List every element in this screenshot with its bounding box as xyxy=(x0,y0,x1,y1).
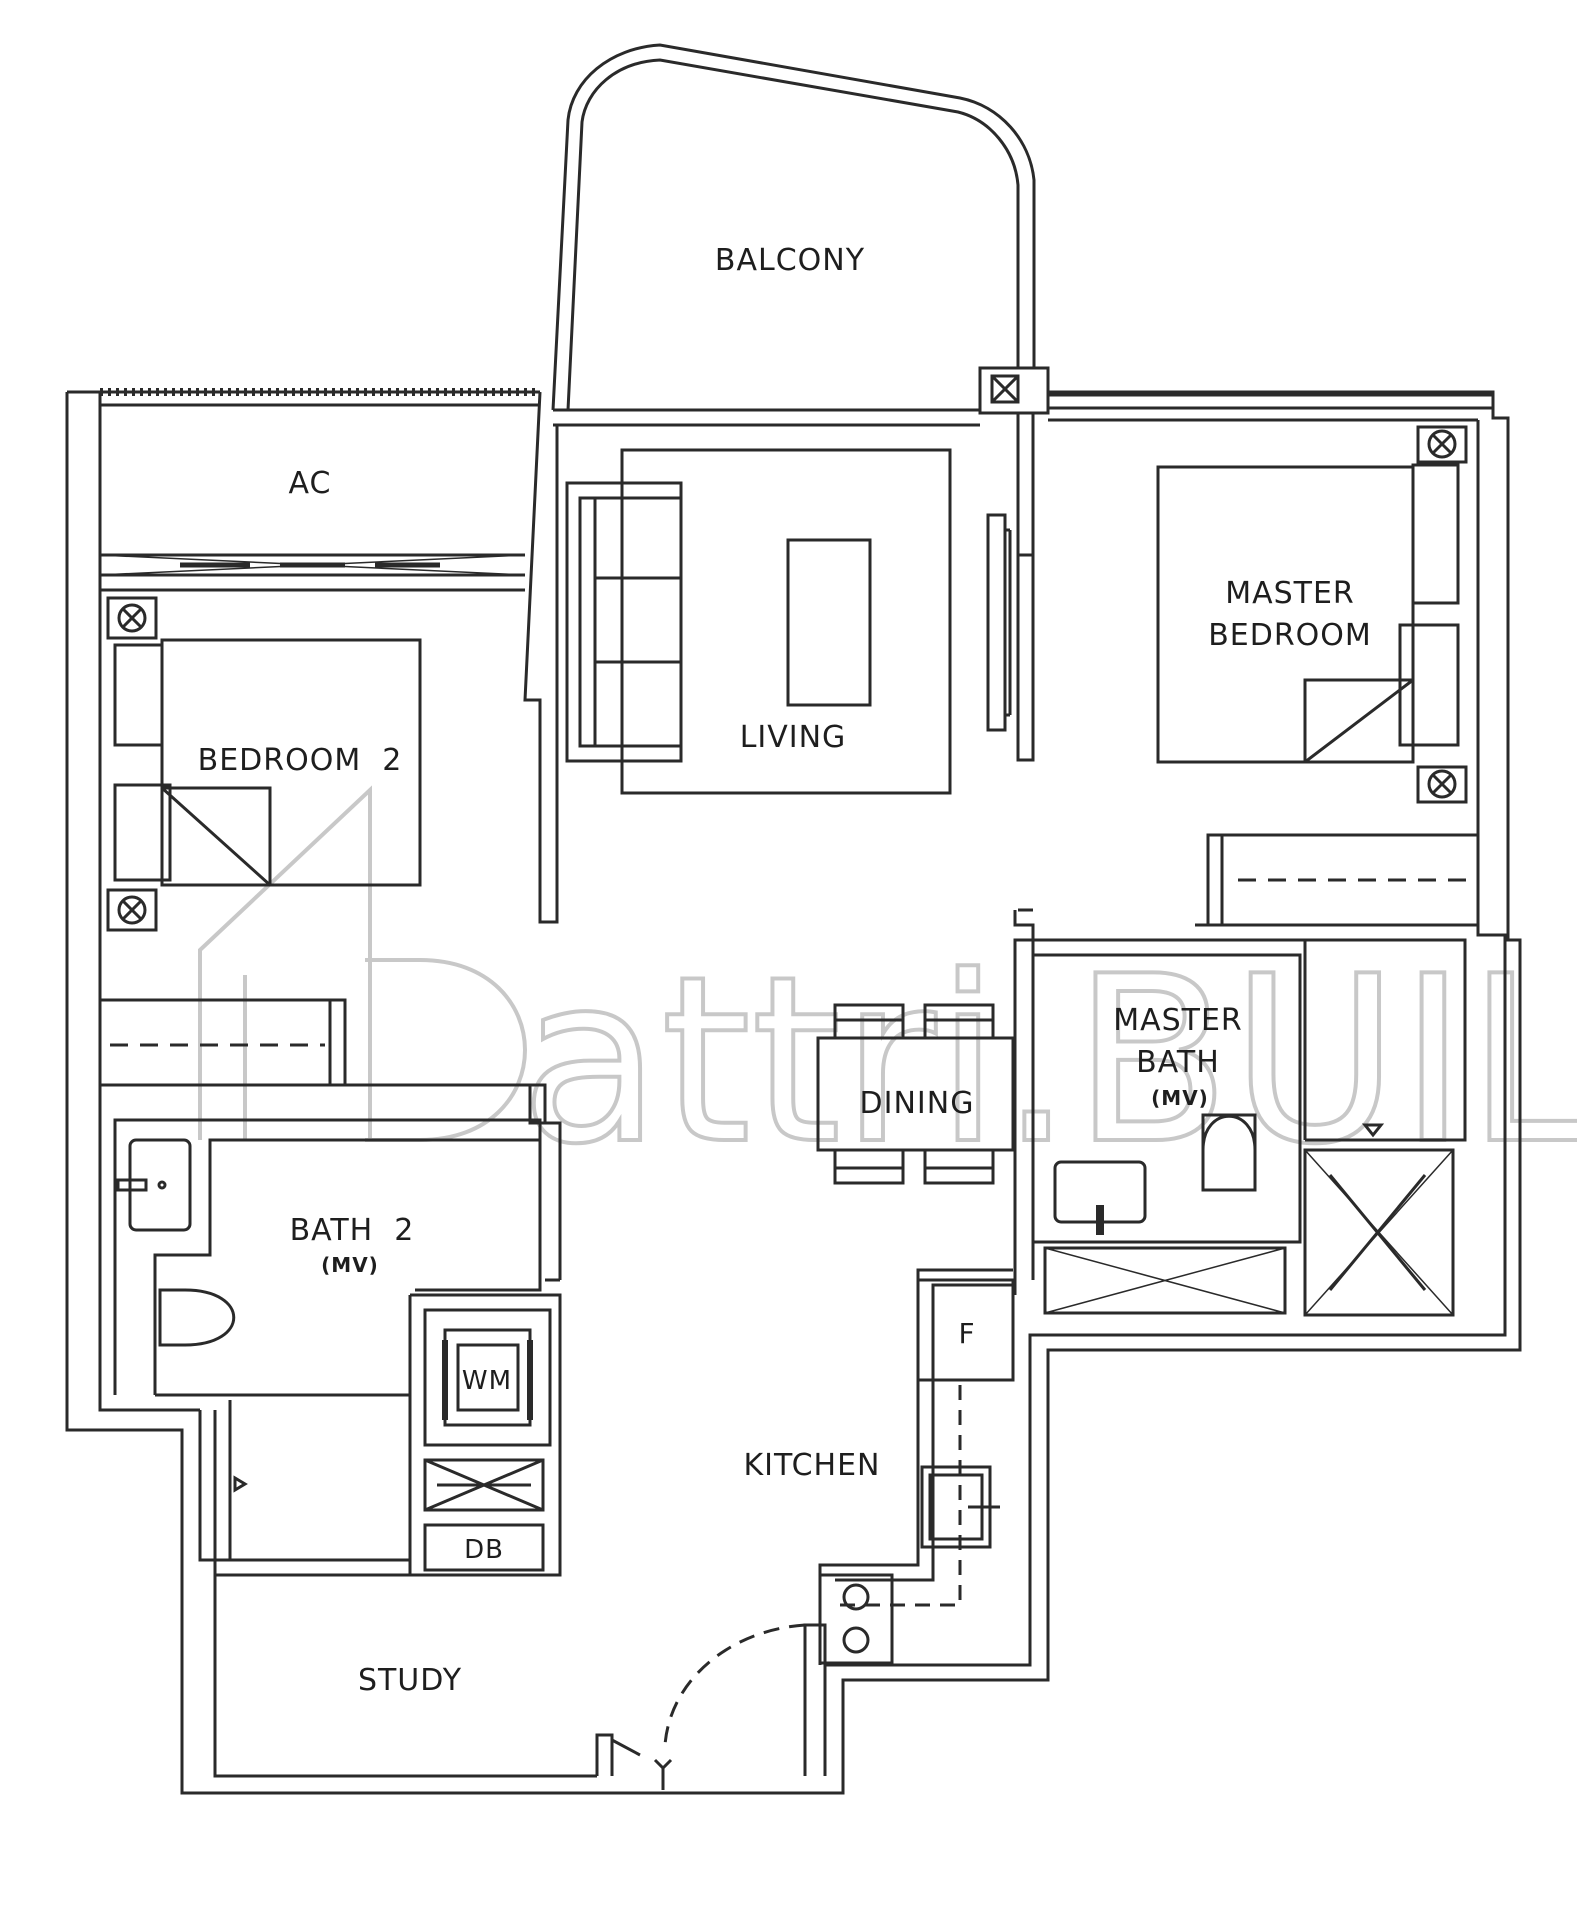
label-master-bath-2: BATH xyxy=(1136,1045,1220,1080)
balcony-outline-inner xyxy=(566,58,1020,411)
watermark-logo xyxy=(198,785,527,1142)
bedroom2-wardrobe-bottom xyxy=(98,998,347,1087)
outer-wall-bottom-inner xyxy=(213,1410,597,1778)
label-wm: WM xyxy=(462,1366,512,1396)
tv-console xyxy=(986,513,1007,732)
label-dining: DINING xyxy=(860,1086,975,1121)
label-study: STUDY xyxy=(358,1663,462,1698)
label-master-bedroom-2: BEDROOM xyxy=(1208,618,1372,653)
washing-machine xyxy=(423,1308,552,1447)
label-kitchen: KITCHEN xyxy=(744,1448,881,1483)
label-ac: AC xyxy=(289,466,332,501)
hob xyxy=(818,1573,894,1665)
db-box xyxy=(423,1523,545,1572)
entrance-door-swing xyxy=(663,1623,806,1746)
shower xyxy=(1303,1148,1455,1317)
label-bath2-mv: (MV) xyxy=(321,1253,379,1277)
label-balcony: BALCONY xyxy=(715,243,865,278)
column xyxy=(978,366,1050,415)
dining-table xyxy=(816,1036,1015,1152)
label-db: DB xyxy=(464,1535,504,1565)
label-master-bath-mv: (MV) xyxy=(1151,1086,1209,1110)
bath2-basin xyxy=(128,1138,192,1232)
label-master-bedroom-1: MASTER xyxy=(1225,576,1355,611)
watermark-text: attri.BUILD xyxy=(520,928,1577,1195)
living-rug xyxy=(620,448,952,795)
label-fridge: F xyxy=(958,1317,975,1350)
master-bath-vanity xyxy=(1043,1246,1287,1315)
bedroom2-bed xyxy=(160,638,422,887)
master-bed xyxy=(1156,465,1415,764)
outer-wall-right-inner xyxy=(823,1333,1050,1776)
outer-wall xyxy=(65,390,1522,1795)
label-bedroom2: BEDROOM 2 xyxy=(198,743,403,778)
water-heater xyxy=(423,1458,545,1512)
label-bath2: BATH 2 xyxy=(290,1213,415,1248)
label-living: LIVING xyxy=(740,720,847,755)
coffee-table xyxy=(786,538,872,707)
wardrobe-bedroom2 xyxy=(113,643,164,747)
outer-wall-east-inner xyxy=(1050,420,1507,1337)
outer-wall-left-inner xyxy=(98,410,200,1412)
balcony-outline xyxy=(551,43,1036,411)
wardrobe-master xyxy=(1411,463,1460,605)
sofa xyxy=(565,481,683,763)
label-master-bath-1: MASTER xyxy=(1113,1003,1243,1038)
bath2-toilet xyxy=(158,1288,236,1347)
